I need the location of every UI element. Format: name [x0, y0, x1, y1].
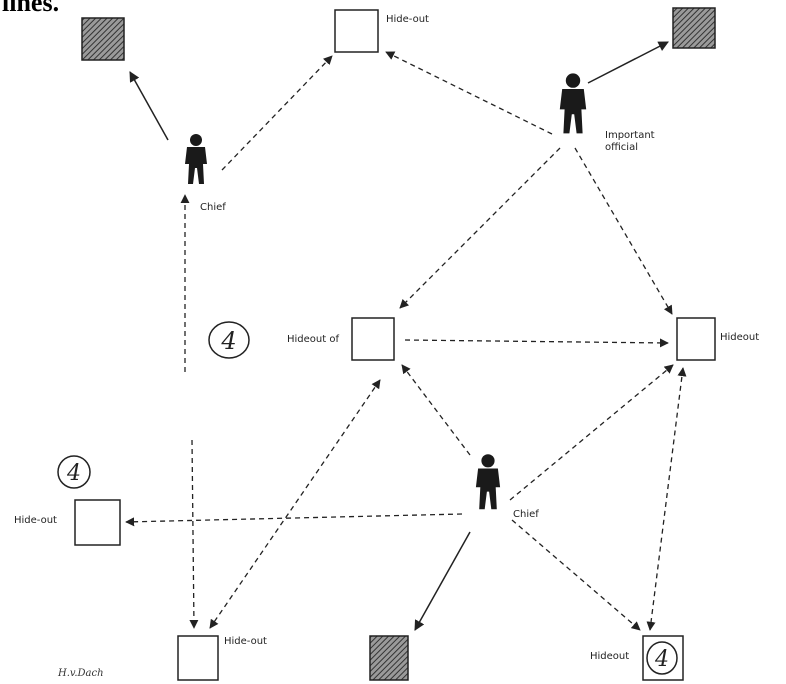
label-official: official [605, 142, 638, 153]
dashed-arrow-hideout-of-to-right [404, 338, 669, 348]
circled-four-left [57, 455, 91, 489]
dashed-arrow-official-to-hideout-right [574, 147, 673, 315]
dashed-arrow-to-bottom-left [189, 439, 199, 629]
dashed-arrows [125, 51, 687, 631]
label-chief-upper: Chief [200, 202, 226, 213]
header-fragment: lines. [2, 0, 60, 17]
dashed-arrow-chief-to-hideout-left [125, 513, 463, 527]
hideout-box-bottom-left [177, 635, 219, 681]
signature: H.v.Dach [58, 668, 104, 679]
hatched-box-bottom [369, 635, 409, 681]
dashed-arrow-chief-to-hideout-of [401, 364, 471, 456]
dashed-arrow-chief-to-hideout-top [221, 55, 333, 171]
hideout-box-left [74, 499, 121, 546]
label-hideout-top: Hide-out [386, 14, 429, 25]
hideout-of-box [351, 317, 395, 361]
label-hideout-left: Hide-out [14, 515, 57, 526]
dashed-arrow-right-to-bottom-right [646, 367, 687, 631]
hatched-box-top-left [81, 17, 125, 61]
dashed-arrow-official-to-hideout-of [399, 147, 561, 309]
circled-four-left-text: 4 [66, 461, 81, 486]
hideout-box-right [676, 317, 716, 361]
dashed-arrow-hideout-of-bottom-left [209, 379, 381, 629]
circled-four-bottom [646, 641, 678, 675]
dashed-arrow-chief-to-hideout-right [509, 364, 674, 501]
chief-lower-figure [475, 454, 501, 510]
hatched-box-top-right [672, 7, 716, 49]
circled-four-center-text: 4 [220, 327, 236, 355]
dashed-arrow-chief-to-hideout-bottom-right [511, 519, 641, 631]
arrow-chief-to-hatched-top [129, 71, 169, 141]
label-hideout-of: Hideout of [287, 334, 339, 345]
arrow-chief-to-hatched-bottom [414, 531, 471, 631]
hideout-box-top [334, 9, 379, 53]
dashed-arrow-official-to-hideout-top [385, 51, 553, 135]
arrow-official-to-hatched [587, 41, 669, 84]
label-hideout-bottom-left: Hide-out [224, 636, 267, 647]
label-chief-lower: Chief [513, 509, 539, 520]
label-hideout-right: Hideout [720, 332, 760, 343]
label-hideout-bottom-right: Hideout [590, 651, 630, 662]
important-official-figure [559, 73, 587, 134]
label-important: Important [605, 130, 655, 141]
chief-upper-figure [185, 134, 207, 184]
circled-four-bottom-text: 4 [654, 647, 669, 672]
circled-four-center [208, 321, 250, 359]
